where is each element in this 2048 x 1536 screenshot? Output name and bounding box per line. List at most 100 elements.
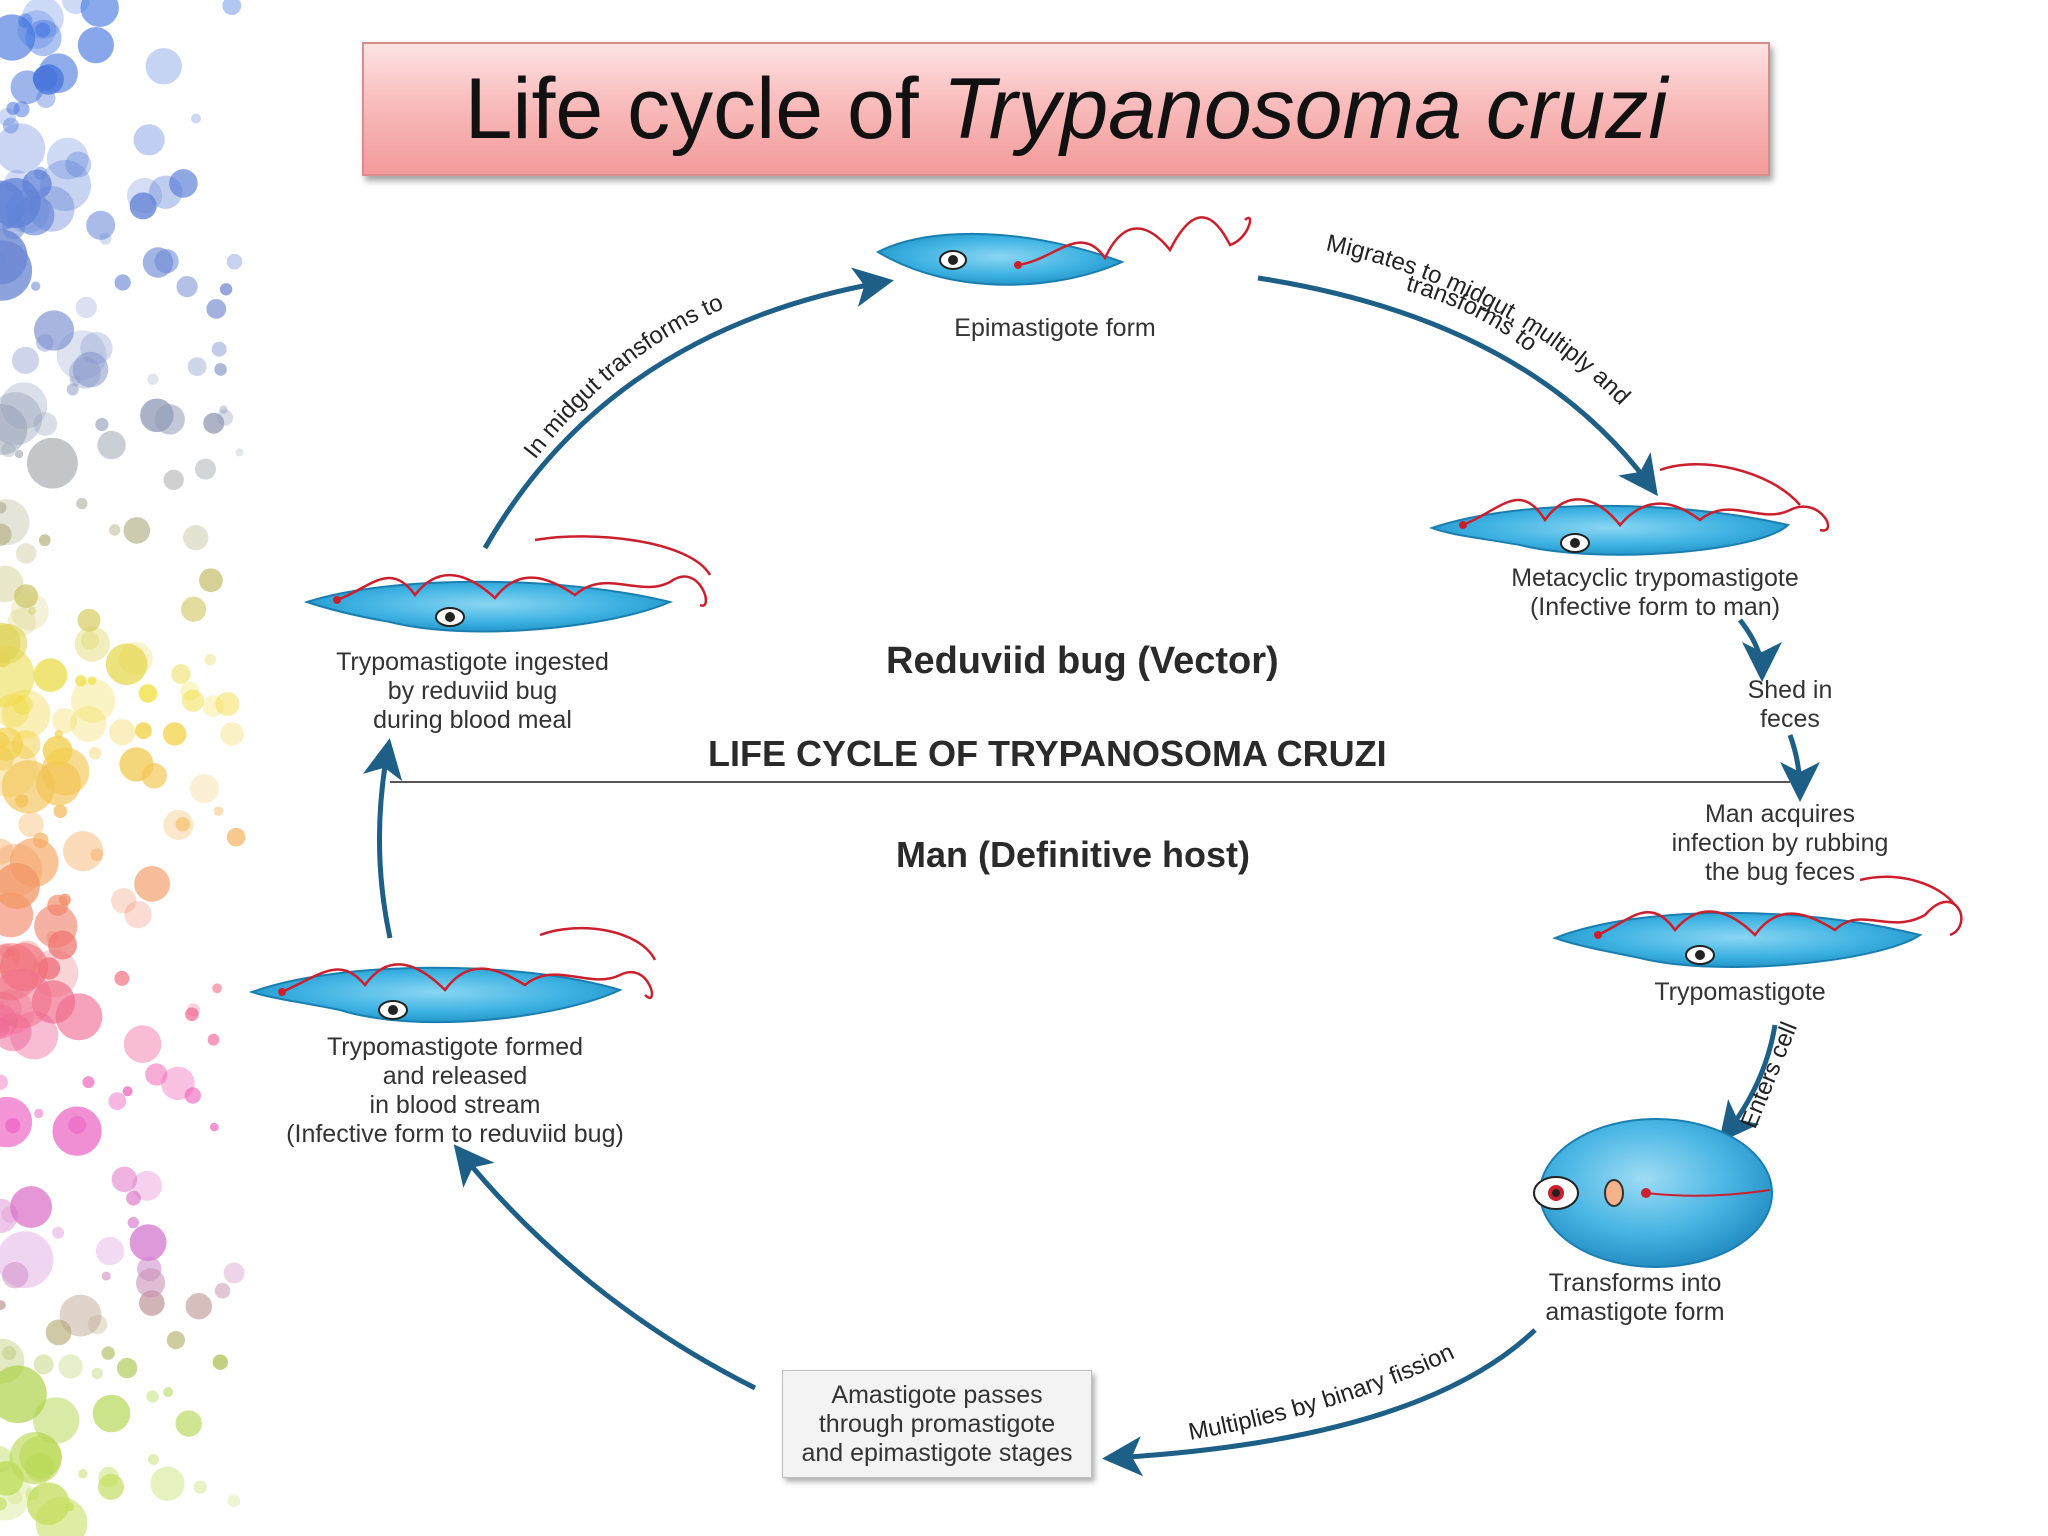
decor-bubble: [0, 968, 52, 1029]
decor-bubble: [206, 299, 227, 319]
label-trypo-released: Trypomastigote formed and released in bl…: [286, 1033, 624, 1148]
decor-bubble: [91, 1367, 103, 1380]
decor-bubble: [227, 1494, 241, 1508]
decor-bubble: [2, 689, 51, 739]
decor-bubble: [0, 1461, 24, 1496]
decor-bubble: [222, 0, 242, 16]
metacyclic-organism: [1429, 463, 1830, 556]
arrow-migrates: [1257, 275, 1658, 497]
decor-bubble: [138, 684, 158, 703]
decor-bubble: [116, 1357, 138, 1379]
trypomastigote-released-organism: [248, 926, 657, 1024]
decor-bubble: [145, 48, 182, 85]
decor-bubble: [163, 469, 184, 490]
decor-bubble: [99, 232, 112, 245]
decor-bubble: [63, 831, 104, 872]
decor-bubble: [33, 310, 75, 351]
label-enters-cell: Enters cell: [1736, 1018, 1803, 1132]
decor-bubble: [187, 357, 207, 376]
decor-bubble: [29, 186, 75, 232]
decor-bubble: [74, 626, 110, 662]
label-metacyclic-1: Metacyclic trypomastigote: [1511, 564, 1799, 592]
amastigote-cell: [1533, 1118, 1773, 1268]
decor-bubble: [135, 722, 152, 740]
decor-bubble: [75, 296, 97, 318]
decor-bubble: [0, 693, 30, 728]
decor-bubble: [14, 584, 39, 609]
title-species: Trypanosoma cruzi: [942, 60, 1668, 157]
decor-bubble: [176, 276, 198, 298]
decor-bubble: [10, 70, 45, 104]
label-trypomastigote-man: Trypomastigote: [1654, 978, 1826, 1006]
decor-bubble: [0, 1300, 6, 1310]
decor-bubble: [0, 523, 12, 546]
decor-bubble: [0, 123, 46, 174]
decor-bubble: [163, 722, 187, 746]
arrow-acquires: [1779, 734, 1820, 802]
decor-bubble: [175, 1410, 202, 1437]
decor-bubble: [0, 1096, 33, 1148]
decor-bubble: [220, 722, 245, 746]
decor-bubble: [46, 137, 89, 180]
decor-bubble: [33, 1354, 54, 1375]
decor-bubble: [87, 676, 97, 685]
decor-bubble: [13, 695, 33, 715]
decor-bubble: [183, 525, 209, 551]
decor-bubble: [90, 848, 104, 862]
decor-bubble: [111, 888, 137, 914]
decor-bubble: [70, 706, 107, 742]
decor-bubble: [133, 124, 165, 156]
epimastigote-organism: [875, 216, 1252, 286]
label-host: Man (Definitive host): [896, 834, 1251, 875]
decor-bubble: [97, 430, 126, 460]
arrow-binary-fission: [1102, 1328, 1537, 1477]
decor-bubble: [33, 412, 58, 436]
decor-bubble: [0, 392, 42, 446]
bubble-decoration: [0, 0, 246, 1536]
decor-bubble: [191, 113, 201, 124]
decor-bubble: [87, 1314, 108, 1335]
decor-bubble: [154, 404, 185, 435]
decor-bubble: [169, 169, 198, 198]
decor-bubble: [132, 1170, 163, 1201]
decor-bubble: [35, 1497, 88, 1536]
svg-text:In midgut transforms to: In midgut transforms to: [519, 289, 727, 464]
decor-bubble: [219, 283, 233, 296]
decor-bubble: [53, 804, 68, 818]
decor-bubble: [98, 1473, 124, 1500]
decor-bubble: [92, 1394, 131, 1433]
decor-bubble: [21, 0, 64, 39]
decor-bubble: [15, 543, 37, 564]
decor-bubble: [127, 1216, 139, 1229]
decor-bubble: [148, 1454, 159, 1465]
decor-bubble: [202, 695, 224, 717]
decor-bubble: [95, 1236, 125, 1266]
decor-bubble: [136, 1268, 166, 1298]
decor-bubble: [66, 383, 79, 396]
decor-bubble: [18, 811, 44, 838]
decor-bubble: [139, 1290, 165, 1316]
decor-bubble: [124, 900, 152, 929]
decor-bubble: [10, 592, 49, 631]
label-acquires: Man acquires infection by rubbing the bu…: [1671, 800, 1889, 886]
decor-bubble: [52, 1226, 65, 1239]
decor-bubble: [0, 863, 40, 909]
decor-bubble: [2, 1346, 17, 1360]
decor-bubble: [0, 1198, 18, 1233]
decor-bubble: [0, 727, 24, 761]
decor-bubble: [25, 19, 62, 57]
decor-bubble: [212, 1354, 228, 1370]
title-prefix: Life cycle of: [464, 60, 943, 157]
decor-bubble: [0, 1497, 7, 1511]
decor-bubble: [210, 1122, 219, 1132]
decor-bubble: [207, 1033, 220, 1046]
decor-bubble: [126, 1190, 141, 1206]
decor-bubble: [122, 1086, 133, 1097]
decor-bubble: [40, 160, 91, 211]
decor-bubble: [141, 763, 167, 789]
decor-bubble: [34, 1108, 44, 1119]
arrow-shed: [1738, 618, 1782, 682]
decor-bubble: [0, 1074, 8, 1090]
